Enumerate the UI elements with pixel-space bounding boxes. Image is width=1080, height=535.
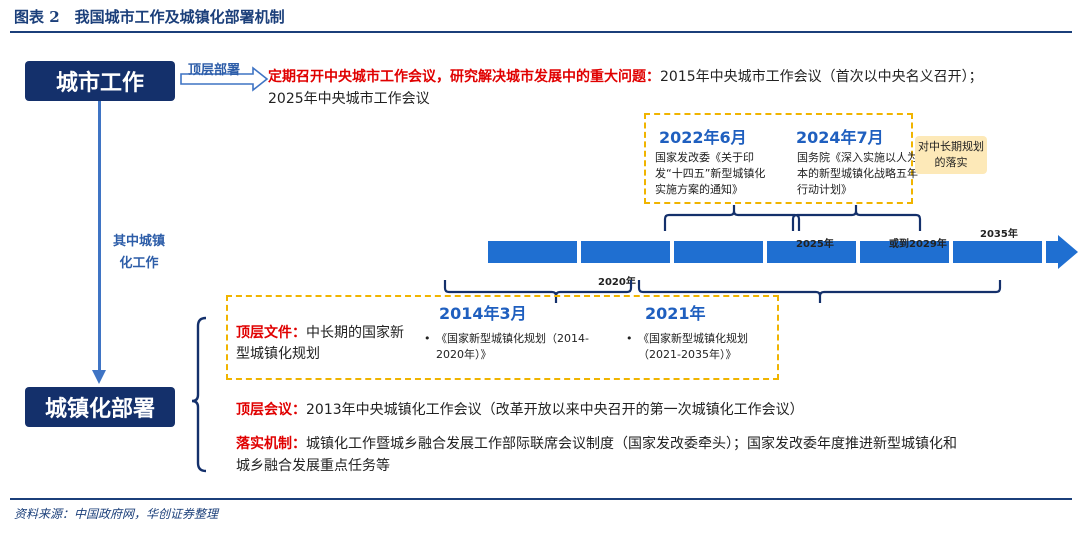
plan-2021-item: • 《国家新型城镇化规划（2021-2035年）》 [626,331,776,363]
timeline-segment [488,241,577,263]
top-level-document: 顶层文件：中长期的国家新型城镇化规划 [236,323,411,365]
top-level-meeting-label: 顶层会议： [236,402,306,418]
timeline-segment [674,241,763,263]
timeline-segment [767,241,856,263]
doc-2024-year: 2024年7月 [796,128,884,147]
hollow-arrow-icon [180,66,269,92]
implementation-badge: 对中长期规划的落实 [915,136,987,174]
bracket-connectors [191,205,1002,473]
city-work-description: 定期召开中央城市工作会议，研究解决城市发展中的重大问题：2015年中央城市工作会… [268,66,988,110]
top-level-meeting: 顶层会议：2013年中央城镇化工作会议（改革开放以来中央召开的第一次城镇化工作会… [236,399,804,421]
timeline: 2020年 2025年 或到2029年 2035年 [488,227,1078,285]
timeline-segment [581,241,670,263]
timeline-label-2025: 2025年 [796,237,834,250]
title-divider [10,31,1072,33]
subset-label-line-2: 化工作 [119,256,159,271]
bullet-icon: • [424,332,431,345]
implementation-mechanism-label: 落实机制： [236,436,306,452]
plan-2014-year: 2014年3月 [439,304,527,323]
lower-bracket-2014 [443,280,633,303]
footer-divider [10,498,1072,500]
plan-2021-year: 2021年 [645,304,706,323]
vertical-connector [98,101,101,371]
city-work-description-text: 2015年中央城市工作会议（首次以中央名义召开）；2025年中央城市工作会议 [268,69,983,107]
implementation-docs-frame [644,113,913,204]
doc-2022-text: 国家发改委《关于印发“十四五”新型城镇化实施方案的通知》 [655,151,766,196]
plan-2014-text: 《国家新型城镇化规划（2014-2020年）》 [436,332,589,361]
city-work-box: 城市工作 [25,61,175,101]
doc-2022-year: 2022年6月 [659,128,747,147]
source-note: 资料来源：中国政府网，华创证券整理 [14,507,219,521]
urbanization-box: 城镇化部署 [25,387,175,427]
arrow-down-icon [92,370,106,384]
timeline-label-2029: 或到2029年 [889,237,947,250]
plan-2021-text: 《国家新型城镇化规划（2021-2035年）》 [638,332,748,361]
top-level-meeting-text: 2013年中央城镇化工作会议（改革开放以来中央召开的第一次城镇化工作会议） [306,402,804,418]
city-work-description-highlight: 定期召开中央城市工作会议，研究解决城市发展中的重大问题： [268,69,660,85]
top-level-document-text: 中长期的国家新型城镇化规划 [236,325,404,362]
implementation-mechanism-text: 城镇化工作暨城乡融合发展工作部际联席会议制度（国家发改委牵头）；国家发改委年度推… [236,436,957,474]
urbanization-brace [191,316,207,473]
timeline-label-2035: 2035年 [980,227,1018,240]
bullet-icon: • [626,332,633,345]
upper-bracket-right [791,205,922,231]
lower-bracket-2021 [637,280,1002,303]
plan-2014-item: • 《国家新型城镇化规划（2014-2020年）》 [424,331,604,363]
top-level-deployment-label: 顶层部署 [188,63,241,78]
timeline-segment [953,241,1042,263]
timeline-arrowhead-icon [1046,235,1078,269]
timeline-segment [860,241,949,263]
upper-bracket-left [663,205,801,231]
doc-2024-text: 国务院《深入实施以人为本的新型城镇化战略五年行动计划》 [797,151,918,196]
subset-label: 其中城镇 化工作 [104,231,174,275]
subset-label-line-1: 其中城镇 [112,234,165,249]
plans-frame [226,295,779,380]
figure-title: 图表 2 我国城市工作及城镇化部署机制 [14,8,285,26]
implementation-mechanism: 落实机制：城镇化工作暨城乡融合发展工作部际联席会议制度（国家发改委牵头）；国家发… [236,433,966,477]
timeline-label-2020: 2020年 [598,275,636,285]
top-level-document-label: 顶层文件： [236,325,306,341]
